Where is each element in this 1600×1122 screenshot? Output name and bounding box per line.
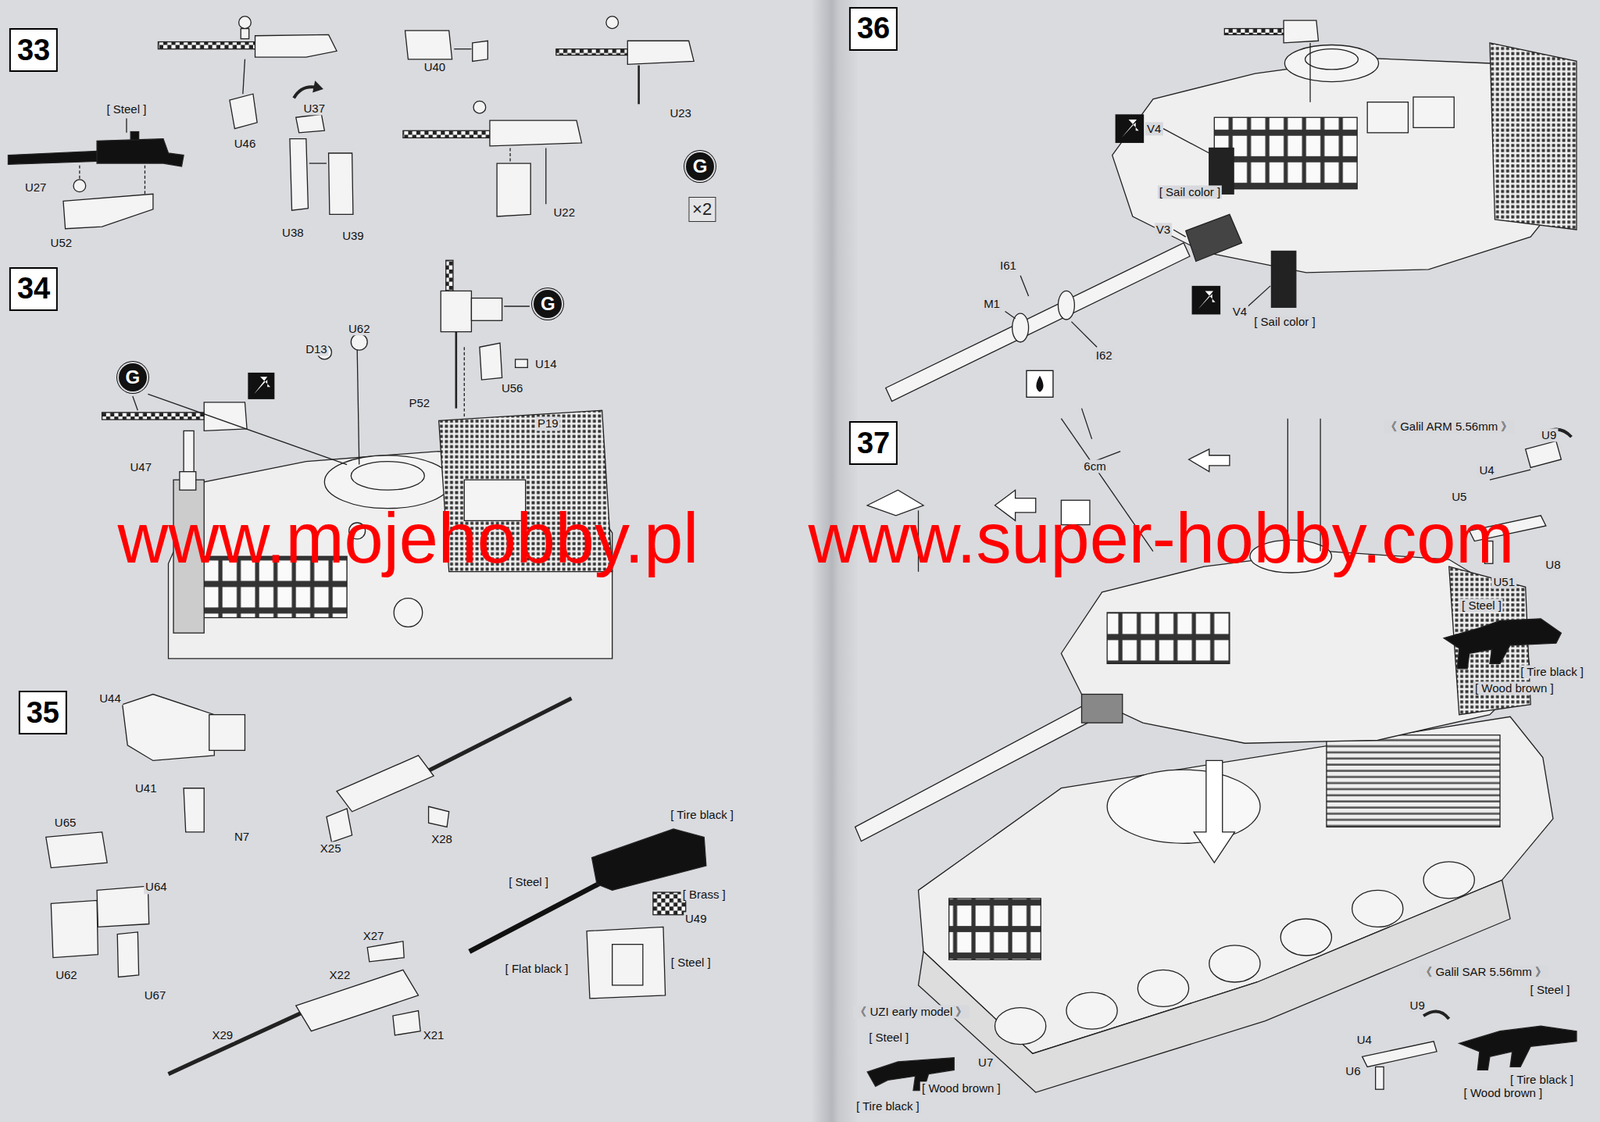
node-text: 33 bbox=[17, 33, 50, 68]
paint-label: [ Steel ] bbox=[507, 875, 550, 889]
part-label: U22 bbox=[552, 205, 578, 219]
part-label: V4 bbox=[1145, 121, 1163, 136]
part-label: X22 bbox=[328, 967, 353, 982]
quantity-box: ×2 bbox=[688, 196, 716, 222]
step-number: 35 bbox=[18, 690, 68, 735]
weapon-title: 《 UZI early model 》 bbox=[853, 1004, 969, 1018]
part-label: U23 bbox=[667, 106, 693, 120]
part-label: I61 bbox=[998, 258, 1018, 272]
part-label: U27 bbox=[23, 181, 49, 195]
paint-label: [ Brass ] bbox=[681, 887, 728, 901]
part-label: U4 bbox=[1355, 1033, 1374, 1047]
part-label: I62 bbox=[1094, 348, 1115, 362]
watermark: www.super-hobby.com bbox=[808, 503, 1515, 574]
part-label: U62 bbox=[53, 967, 79, 982]
node-text: 34 bbox=[17, 271, 50, 306]
paint-label: [ Tire black ] bbox=[1518, 664, 1586, 679]
part-label: X27 bbox=[361, 929, 386, 943]
paint-label: [ Wood brown ] bbox=[1462, 1086, 1545, 1100]
part-label: V4 bbox=[1231, 304, 1249, 318]
part-label: U47 bbox=[128, 460, 154, 475]
step-number: 33 bbox=[9, 28, 58, 72]
node-text: G bbox=[692, 155, 708, 178]
cement-icon bbox=[247, 114, 1221, 400]
part-label: D13 bbox=[303, 342, 329, 356]
paint-label: [ Sail color ] bbox=[1252, 314, 1317, 329]
part-label: P19 bbox=[535, 417, 561, 431]
node-text: G bbox=[125, 366, 140, 389]
part-label: U67 bbox=[142, 988, 168, 1002]
part-label: U65 bbox=[53, 816, 79, 830]
weapon-title: 《 Galil ARM 5.56mm 》 bbox=[1383, 420, 1515, 434]
part-label: V3 bbox=[1154, 222, 1172, 236]
paint-code-circle: G bbox=[533, 289, 562, 318]
part-label: U49 bbox=[683, 911, 709, 925]
node-text: ×2 bbox=[692, 199, 712, 220]
part-label: X21 bbox=[421, 1028, 447, 1042]
part-label: U62 bbox=[346, 321, 372, 336]
part-label: X29 bbox=[210, 1028, 235, 1042]
node-text: 37 bbox=[857, 426, 890, 461]
dimension-label: 6cm bbox=[1082, 460, 1108, 474]
paint-label: [ Wood brown ] bbox=[1473, 681, 1556, 695]
part-label: P52 bbox=[407, 396, 432, 410]
part-label: U6 bbox=[1343, 1064, 1362, 1078]
part-label: M1 bbox=[982, 297, 1002, 311]
part-label: U64 bbox=[143, 880, 169, 894]
part-label: N7 bbox=[232, 830, 251, 844]
paint-code-circle: G bbox=[118, 363, 147, 392]
paint-label: [ Flat black ] bbox=[503, 961, 571, 975]
part-label: U51 bbox=[1491, 575, 1517, 589]
part-label: X25 bbox=[318, 841, 343, 855]
part-label: U37 bbox=[302, 101, 328, 115]
part-label: U9 bbox=[1408, 998, 1427, 1012]
part-label: U14 bbox=[533, 357, 559, 372]
step-number: 36 bbox=[849, 7, 898, 51]
part-label: U44 bbox=[97, 691, 123, 705]
node-text: 36 bbox=[857, 11, 890, 46]
paint-label: [ Wood brown ] bbox=[920, 1081, 1003, 1095]
step-number: 37 bbox=[849, 421, 898, 465]
part-label: U52 bbox=[49, 235, 75, 250]
part-label: U4 bbox=[1477, 464, 1496, 478]
paint-label: [ Tire black ] bbox=[1508, 1073, 1575, 1087]
paint-label: [ Sail color ] bbox=[1157, 185, 1222, 199]
part-label: U5 bbox=[1450, 490, 1468, 504]
part-label: U56 bbox=[500, 381, 525, 395]
paint-label: [ Steel ] bbox=[867, 1030, 911, 1044]
part-label: U38 bbox=[280, 225, 306, 240]
paint-label: [ Tire black ] bbox=[668, 807, 736, 822]
paint-label: [ Steel ] bbox=[1460, 598, 1504, 612]
weapon-title: 《 Galil SAR 5.56mm 》 bbox=[1418, 964, 1549, 979]
paint-label: [ Steel ] bbox=[669, 956, 713, 970]
part-label: U40 bbox=[422, 60, 448, 75]
part-label: U9 bbox=[1539, 428, 1558, 442]
part-label: U7 bbox=[976, 1056, 995, 1070]
paint-label: [ Tire black ] bbox=[854, 1100, 922, 1114]
step-number: 34 bbox=[9, 267, 58, 311]
node-text: G bbox=[540, 292, 556, 315]
part-label: U41 bbox=[133, 781, 159, 795]
paint-label: [ Steel ] bbox=[105, 102, 149, 116]
part-label: U39 bbox=[340, 228, 366, 243]
part-label: X28 bbox=[429, 832, 454, 846]
watermark: www.mojehobby.pl bbox=[117, 503, 700, 574]
paint-code-circle: G bbox=[685, 152, 715, 181]
part-label: U8 bbox=[1543, 557, 1562, 572]
node-text: 35 bbox=[26, 696, 60, 730]
paint-label: [ Steel ] bbox=[1528, 983, 1572, 997]
part-label: U46 bbox=[232, 137, 258, 151]
